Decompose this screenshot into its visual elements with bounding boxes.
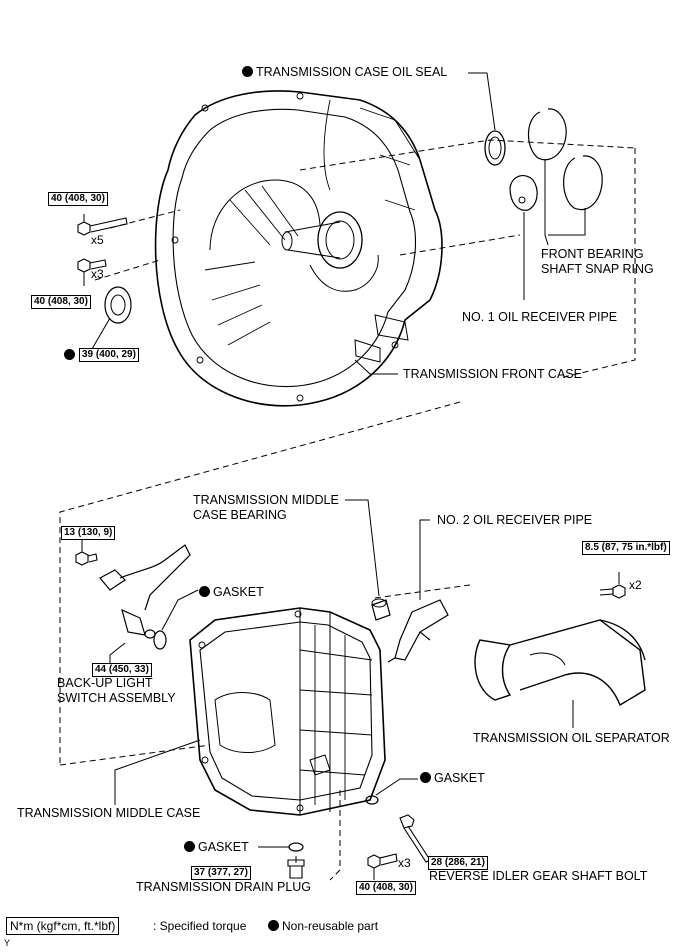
label-gasket-right: GASKET xyxy=(420,771,485,786)
transmission-front-case-drawing xyxy=(154,90,443,407)
label-gasket-drain: GASKET xyxy=(184,840,249,855)
qty-2: x3 xyxy=(91,267,104,281)
lower-assembly-boundary xyxy=(59,401,471,881)
legend-non-reusable: Non-reusable part xyxy=(268,919,378,933)
front-bearing-snap-ring-drawing xyxy=(527,108,603,211)
label-reverse-idler-bolt: REVERSE IDLER GEAR SHAFT BOLT xyxy=(429,869,648,883)
lower-leader-lines xyxy=(81,499,620,880)
transmission-middle-case-drawing xyxy=(189,607,386,816)
torque-box-7: 37 (377, 27) xyxy=(191,866,251,880)
non-reusable-marker xyxy=(199,586,210,597)
label-front-bearing-snap-ring: FRONT BEARING SHAFT SNAP RING xyxy=(541,247,654,276)
oil-seal-small-drawing xyxy=(104,286,132,324)
lower-bolts-drawing xyxy=(75,551,626,869)
qty-4: x3 xyxy=(398,856,411,870)
non-reusable-marker xyxy=(268,920,279,931)
drain-plug-drawing xyxy=(287,859,305,879)
upper-leader-lines xyxy=(83,72,586,375)
non-reusable-marker xyxy=(184,841,195,852)
label-no1-oil-receiver-pipe: NO. 1 OIL RECEIVER PIPE xyxy=(462,310,618,324)
label-backup-light-switch: BACK-UP LIGHT SWITCH ASSEMBLY xyxy=(57,676,176,705)
transmission-oil-separator-drawing xyxy=(474,619,646,707)
non-reusable-marker xyxy=(64,349,75,360)
torque-box-9: 40 (408, 30) xyxy=(356,881,416,895)
label-transmission-case-oil-seal: TRANSMISSION CASE OIL SEAL xyxy=(242,65,447,80)
label-transmission-drain-plug: TRANSMISSION DRAIN PLUG xyxy=(136,880,312,894)
torque-box-1: 40 (408, 30) xyxy=(48,192,108,206)
middle-case-bearing-drawing xyxy=(371,598,391,621)
torque-box-5: 8.5 (87, 75 in.*lbf) xyxy=(582,541,670,555)
label-transmission-front-case: TRANSMISSION FRONT CASE xyxy=(403,367,582,381)
torque-box-8: 28 (286, 21) xyxy=(428,856,488,870)
qty-3: x2 xyxy=(629,578,642,592)
label-transmission-oil-separator: TRANSMISSION OIL SEPARATOR xyxy=(473,731,670,745)
torque-box-4: 13 (130, 9) xyxy=(61,526,116,540)
corner-mark: Y xyxy=(4,938,11,948)
label-transmission-middle-case: TRANSMISSION MIDDLE CASE xyxy=(17,806,201,820)
legend-specified-torque: : Specified torque xyxy=(153,919,247,933)
backup-light-switch-drawing xyxy=(99,544,191,639)
no2-oil-receiver-pipe-drawing xyxy=(387,599,449,663)
torque-box-2: 40 (408, 30) xyxy=(31,295,91,309)
non-reusable-marker xyxy=(420,772,431,783)
legend-torque-unit-box: N*m (kgf*cm, ft.*lbf) xyxy=(6,917,120,935)
torque-box-6: 44 (450, 33) xyxy=(92,663,152,677)
label-no2-oil-receiver-pipe: NO. 2 OIL RECEIVER PIPE xyxy=(437,513,593,527)
transmission-case-oil-seal-drawing xyxy=(484,130,506,166)
non-reusable-marker xyxy=(242,66,253,77)
label-gasket-upper: GASKET xyxy=(199,585,264,600)
no1-oil-receiver-pipe-drawing xyxy=(509,174,538,211)
torque-box-3: 39 (400, 29) xyxy=(79,348,139,362)
qty-1: x5 xyxy=(91,233,104,247)
label-middle-case-bearing: TRANSMISSION MIDDLE CASE BEARING xyxy=(193,493,339,522)
